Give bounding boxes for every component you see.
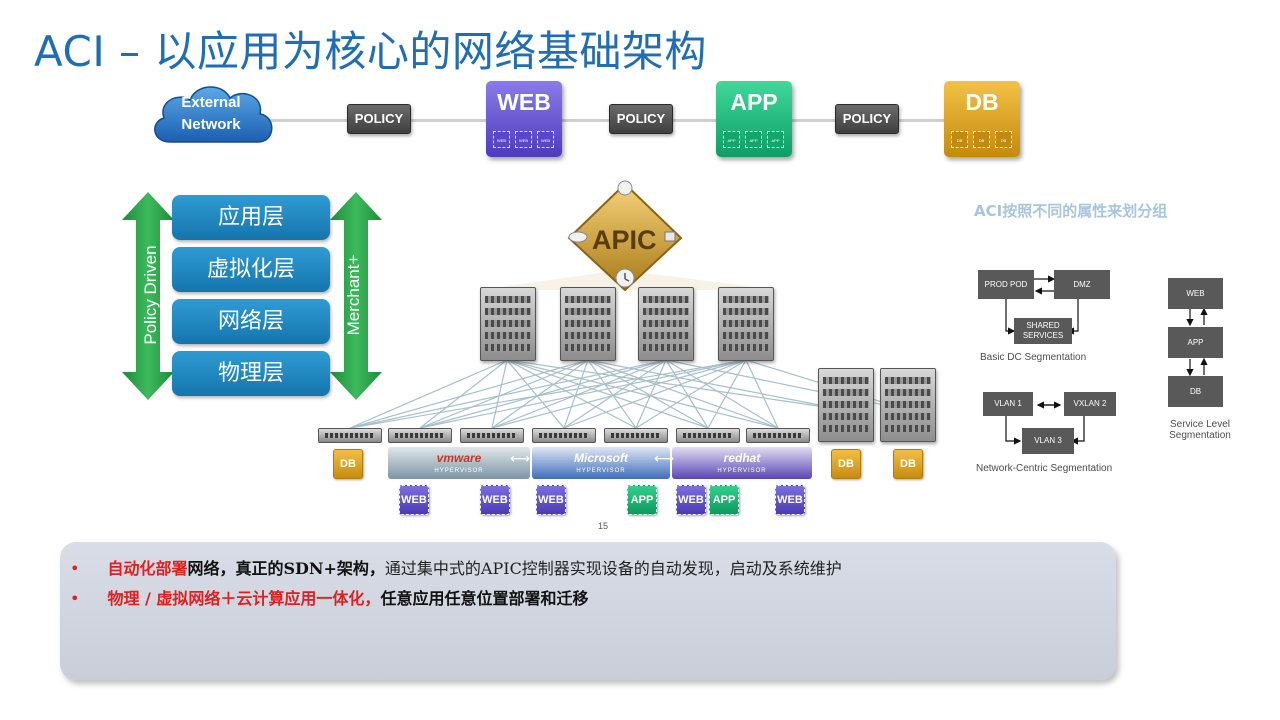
web-vm-5: WEB [775,485,805,515]
vlan3-box: VLAN 3 [1022,428,1074,454]
web-mini-1: WEB [493,131,510,148]
vmware-hypervisor-label: HYPERVISOR [434,468,484,474]
db-mini-1: DB [951,131,968,148]
bullet-1: • 自动化部署网络，真正的SDN+架构，通过集中式的APIC控制器实现设备的自动发… [70,555,842,579]
layer-physical: 物理层 [172,351,330,396]
dmz-box: DMZ [1054,270,1110,299]
web-mini-2: WEB [515,131,532,148]
chassis-switch-1 [818,368,874,442]
web-vm-4: WEB [676,485,706,515]
app-mini-3: APP [767,131,784,148]
web-tier: WEB WEB WEB WEB [486,81,562,157]
app-mini-2: APP [745,131,762,148]
bullet-1-highlight: 自动化部署 [107,559,188,578]
spine-switch-4 [718,287,774,361]
bullet-2-bold: 任意应用任意位置部署和迁移 [380,589,589,608]
service-app-box: APP [1168,327,1223,358]
policy-box-3: POLICY [835,104,899,134]
web-vm-1: WEB [399,485,429,515]
bullet-1-text: 通过集中式的APIC控制器实现设备的自动发现，启动及系统维护 [384,559,842,578]
cloud-line-2: Network [181,116,241,133]
web-vm-3: WEB [536,485,566,515]
layer-virtualization: 虚拟化层 [172,247,330,292]
double-arrows-icon [122,192,382,400]
apic-label: APIC [592,225,657,255]
prod-pod-box: PROD POD [978,270,1034,299]
app-tier: APP APP APP APP [716,81,792,157]
segmentation-title: ACI按照不同的属性来划分组 [974,202,1168,220]
bullet-2: • 物理 / 虚拟网络＋云计算应用一体化，任意应用任意位置部署和迁移 [70,585,588,609]
vmware-logo: vmware [436,451,482,465]
service-db-box: DB [1168,376,1223,407]
app-vm-1: APP [627,485,657,515]
cloud-icon [154,86,273,143]
db-tile-2: DB [831,449,861,479]
redhat-logo: redhat [723,451,761,465]
microsoft-logo: Microsoft [574,451,628,465]
bullet-2-highlight: 物理 / 虚拟网络＋云计算应用一体化， [107,589,381,608]
external-network-label: External Network [148,92,274,136]
db-tile-1: DB [333,449,363,479]
layer-application: 应用层 [172,195,330,240]
db-mini-3: DB [995,131,1012,148]
leaf-switch-4 [532,428,596,443]
leaf-switch-1 [318,428,382,443]
policy-box-2: POLICY [609,104,673,134]
redhat-hypervisor-label: HYPERVISOR [717,468,767,474]
migrate-arrow-icon: ⟷ [510,450,531,466]
spine-switch-1 [480,287,536,361]
leaf-switch-7 [746,428,810,443]
layer-network: 网络层 [172,299,330,344]
db-tier: DB DB DB DB [944,81,1020,157]
spine-switch-3 [638,287,694,361]
leaf-switch-3 [460,428,524,443]
app-mini-1: APP [723,131,740,148]
service-caption-line-2: Segmentation [1169,430,1231,441]
summary-box [60,542,1116,680]
redhat-hypervisor: redhat HYPERVISOR [672,447,812,479]
service-level-caption: Service Level Segmentation [1158,419,1242,441]
leaf-switch-5 [604,428,668,443]
cloud-line-1: External [181,94,241,111]
basic-dc-caption: Basic DC Segmentation [980,352,1087,363]
page-title: ACI – 以应用为核心的网络基础架构 [34,27,707,76]
vlan1-box: VLAN 1 [983,392,1033,416]
chassis-switch-2 [880,368,936,442]
bullet-1-bold: 网络，真正的SDN+架构， [187,559,385,578]
policy-box-1: POLICY [347,104,411,134]
web-tier-label: WEB [497,89,551,115]
migrate-arrow-icon-2: ⟷ [654,450,675,466]
page-number: 15 [598,521,609,531]
microsoft-hypervisor-label: HYPERVISOR [576,468,626,474]
leaf-switch-6 [676,428,740,443]
app-vm-2: APP [709,485,739,515]
apic-controller-icon [567,180,683,292]
bullet-dot-icon: • [70,559,80,578]
web-vm-2: WEB [480,485,510,515]
web-mini-3: WEB [537,131,554,148]
service-web-box: WEB [1168,278,1223,309]
app-tier-label: APP [730,89,778,115]
db-tile-3: DB [893,449,923,479]
db-mini-2: DB [973,131,990,148]
microsoft-hypervisor: Microsoft HYPERVISOR [532,447,670,479]
vmware-hypervisor: vmware HYPERVISOR [388,447,530,479]
vxlan2-box: VXLAN 2 [1064,392,1116,416]
shared-services-box: SHARED SERVICES [1014,318,1072,344]
service-caption-line-1: Service Level [1169,419,1231,430]
bullet-dot-icon-2: • [70,589,80,608]
db-tier-label: DB [965,89,999,115]
leaf-switch-2 [388,428,452,443]
network-centric-caption: Network-Centric Segmentation [976,463,1113,474]
spine-switch-2 [560,287,616,361]
